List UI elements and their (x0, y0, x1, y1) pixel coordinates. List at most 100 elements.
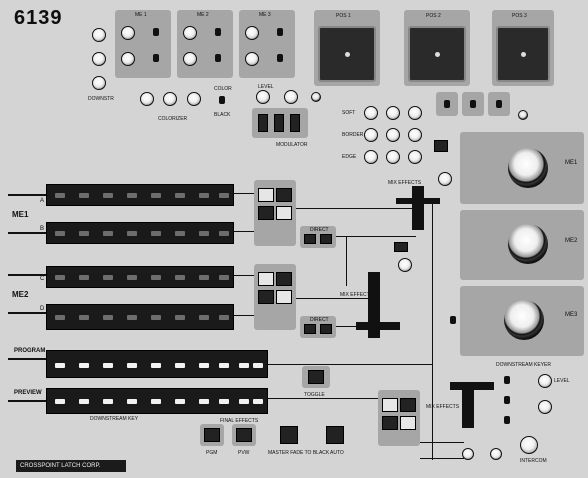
pvw-btn-color[interactable] (219, 399, 229, 404)
me1-a-btn-4[interactable] (127, 193, 137, 198)
me2-d-btn-5[interactable] (151, 315, 161, 320)
me1-a-btn-5[interactable] (151, 193, 161, 198)
pvw-btn-7[interactable] (199, 399, 209, 404)
me1-a-btn-6[interactable] (175, 193, 185, 198)
pvw-btn-4[interactable] (127, 399, 137, 404)
cluster-knob-4[interactable] (364, 128, 378, 142)
right-toggle-1[interactable] (444, 100, 450, 108)
colorizer-knob-3[interactable] (187, 92, 201, 106)
dsk-toggle-2[interactable] (504, 396, 510, 404)
me2-c-btn-3[interactable] (103, 275, 113, 280)
me2-d-btn-3[interactable] (103, 315, 113, 320)
me2-c-btn-6[interactable] (175, 275, 185, 280)
right-toggle-3[interactable] (496, 100, 502, 108)
me1-mix-btn[interactable] (258, 188, 274, 202)
pgm-btn-4[interactable] (127, 363, 137, 368)
final-tbar-shaft[interactable] (462, 386, 474, 428)
mod-sw-1[interactable] (258, 114, 268, 132)
me2-pgm-btn[interactable] (304, 324, 316, 334)
me1-b-btn-6[interactable] (175, 231, 185, 236)
me2-d-btn-4[interactable] (127, 315, 137, 320)
pvw-btn-5[interactable] (151, 399, 161, 404)
me1-b-btn-2[interactable] (79, 231, 89, 236)
me3-pattern-knob[interactable] (504, 300, 544, 340)
pgm-btn-me1[interactable] (239, 363, 249, 368)
me1-a-btn-3[interactable] (103, 193, 113, 198)
me2-d-btn-7[interactable] (199, 315, 209, 320)
me2-pattern-knob[interactable] (508, 224, 548, 264)
cluster-knob-6[interactable] (408, 128, 422, 142)
right-small-knob[interactable] (518, 110, 528, 120)
me2-toggle-a[interactable] (215, 28, 221, 36)
me2-key-knob-a[interactable] (183, 26, 197, 40)
final-wipe-btn[interactable] (400, 398, 416, 412)
me1-a-btn-2[interactable] (79, 193, 89, 198)
cluster-knob-7[interactable] (364, 150, 378, 164)
me3-toggle-a[interactable] (277, 28, 283, 36)
dsk-level-knob[interactable] (538, 374, 552, 388)
knob-1[interactable] (92, 28, 106, 42)
cluster-knob-9[interactable] (408, 150, 422, 164)
me1-b-btn-5[interactable] (151, 231, 161, 236)
color-toggle[interactable] (219, 96, 225, 104)
master-fade-button[interactable] (280, 426, 298, 444)
me1-b-btn-4[interactable] (127, 231, 137, 236)
pgm-btn-7[interactable] (199, 363, 209, 368)
me2-d-btn-2[interactable] (79, 315, 89, 320)
me1-b-btn-3[interactable] (103, 231, 113, 236)
joystick-3[interactable] (496, 26, 550, 82)
mod-sw-3[interactable] (290, 114, 300, 132)
knob-3[interactable] (92, 76, 106, 90)
pgm-btn-me2[interactable] (253, 363, 263, 368)
final-key-btn[interactable] (382, 416, 398, 430)
me1-wipe-btn[interactable] (276, 188, 292, 202)
me2-bkgd-btn[interactable] (276, 290, 292, 304)
me2-d-btn-color[interactable] (219, 315, 229, 320)
pvw-btn-3[interactable] (103, 399, 113, 404)
me2-c-btn-2[interactable] (79, 275, 89, 280)
pvw-btn-me1[interactable] (239, 399, 249, 404)
final-mix-btn[interactable] (382, 398, 398, 412)
me2-d-btn-1[interactable] (55, 315, 65, 320)
me3-toggle-b[interactable] (277, 54, 283, 62)
side-knob-1[interactable] (438, 172, 452, 186)
right-toggle-2[interactable] (470, 100, 476, 108)
me1-a-btn-color[interactable] (219, 193, 229, 198)
me1-tbar-shaft[interactable] (412, 186, 424, 230)
modulator-level-knob[interactable] (256, 90, 270, 104)
me2-c-btn-color[interactable] (219, 275, 229, 280)
side-knob-2[interactable] (398, 258, 412, 272)
modulator-small-knob[interactable] (311, 92, 321, 102)
bottom-knob-2[interactable] (490, 448, 502, 460)
me1-pvw-btn[interactable] (320, 234, 332, 244)
pvw-btn-2[interactable] (79, 399, 89, 404)
me1-bkgd-btn[interactable] (276, 206, 292, 220)
cluster-knob-8[interactable] (386, 150, 400, 164)
me2-tbar-shaft[interactable] (368, 272, 380, 338)
colorizer-knob-1[interactable] (140, 92, 154, 106)
bottom-knob-1[interactable] (462, 448, 474, 460)
me2-c-btn-5[interactable] (151, 275, 161, 280)
side-toggle-3[interactable] (450, 316, 456, 324)
cluster-knob-2[interactable] (386, 106, 400, 120)
pgm-btn-color[interactable] (219, 363, 229, 368)
me1-key-knob-b[interactable] (121, 52, 135, 66)
pgm-btn-5[interactable] (151, 363, 161, 368)
me2-mix-btn[interactable] (258, 272, 274, 286)
me2-key-knob-b[interactable] (183, 52, 197, 66)
final-pgm-btn[interactable] (204, 428, 220, 442)
me1-key-btn[interactable] (258, 206, 274, 220)
pgm-btn-1[interactable] (55, 363, 65, 368)
dsk-toggle-3[interactable] (504, 416, 510, 424)
dsk-knob-2[interactable] (538, 400, 552, 414)
modulator-freq-knob[interactable] (284, 90, 298, 104)
me1-a-btn-7[interactable] (199, 193, 209, 198)
pgm-btn-3[interactable] (103, 363, 113, 368)
me1-toggle-a[interactable] (153, 28, 159, 36)
auto-button[interactable] (326, 426, 344, 444)
me2-c-btn-4[interactable] (127, 275, 137, 280)
side-switch-1[interactable] (434, 140, 448, 152)
me1-b-btn-1[interactable] (55, 231, 65, 236)
pgm-btn-6[interactable] (175, 363, 185, 368)
final-pvw-btn[interactable] (236, 428, 252, 442)
